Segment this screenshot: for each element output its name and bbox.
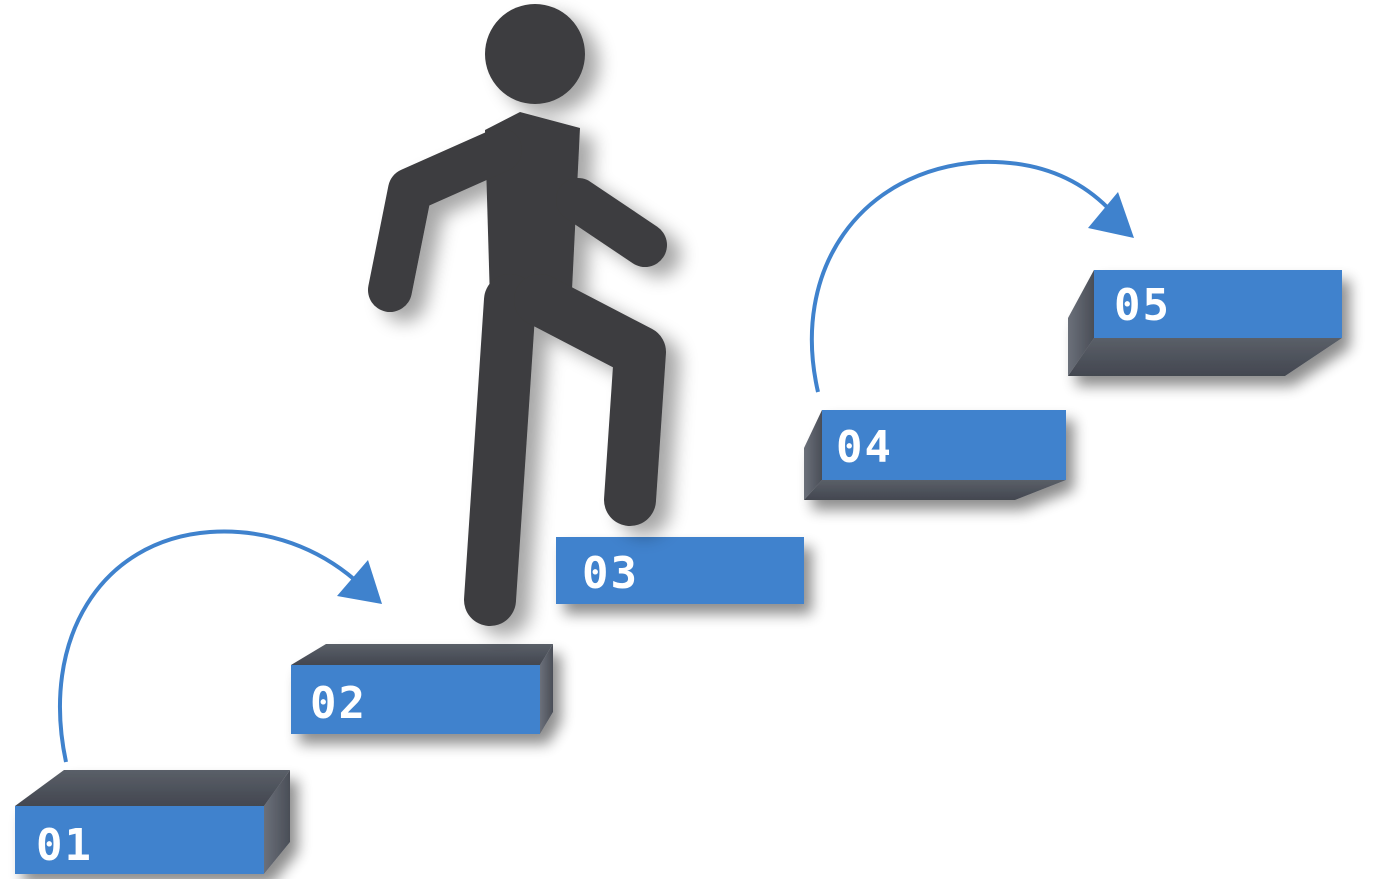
step-bottom <box>1068 338 1342 376</box>
step-01: 01 <box>15 770 290 874</box>
step-label: 03 <box>582 548 639 599</box>
step-label: 04 <box>836 422 893 473</box>
step-label: 01 <box>36 820 93 871</box>
step-03: 03 <box>556 537 804 604</box>
person-climbing-stairs-icon <box>390 4 645 600</box>
step-05: 05 <box>1068 270 1342 376</box>
step-04: 04 <box>804 410 1066 500</box>
step-label: 02 <box>310 678 367 729</box>
step-top <box>291 644 553 665</box>
step-label: 05 <box>1114 280 1171 331</box>
step-bottom <box>804 480 1066 500</box>
step-02: 02 <box>291 644 553 734</box>
step-top <box>15 770 290 806</box>
